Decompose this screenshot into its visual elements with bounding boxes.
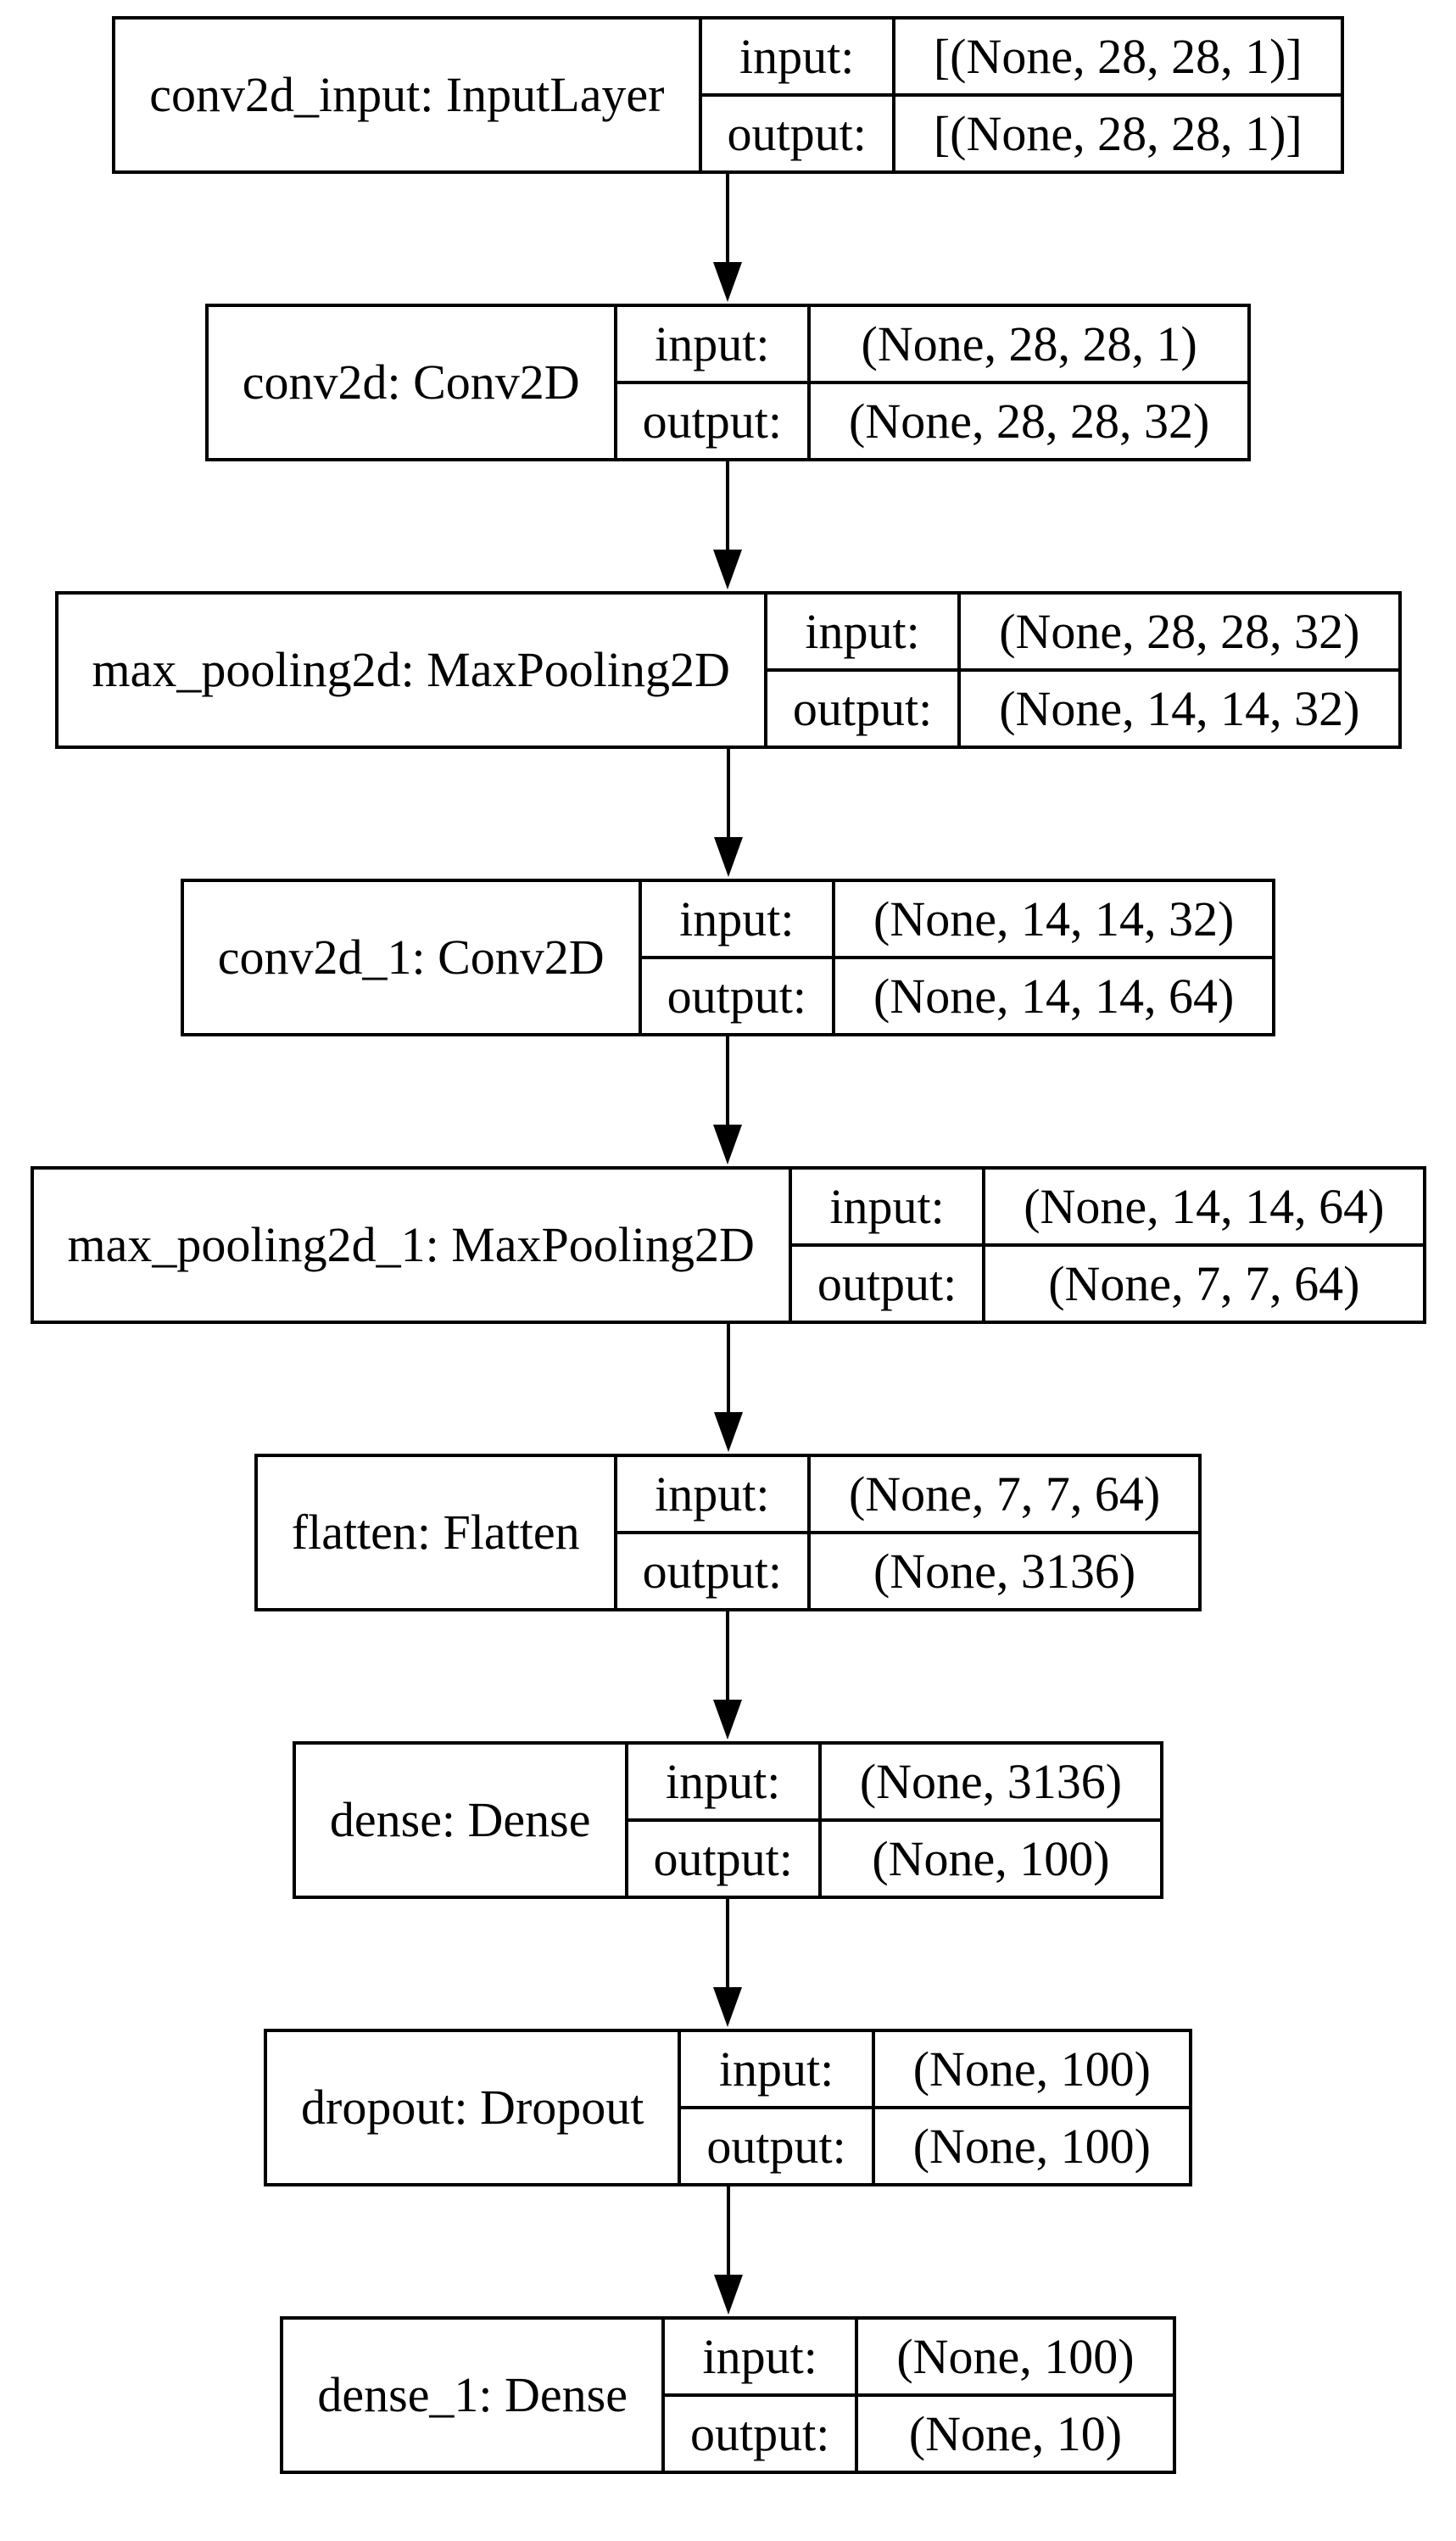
layer-node: dropout: Dropout input: (None, 100) outp… <box>264 2029 1192 2186</box>
layer-name-label: conv2d_1: Conv2D <box>180 879 642 1036</box>
output-shape-value: (None, 28, 28, 32) <box>806 381 1252 461</box>
input-label: input: <box>638 879 836 959</box>
output-shape-value: (None, 7, 7, 64) <box>982 1243 1426 1324</box>
layer-node-group: dense_1: Dense input: (None, 100) output… <box>280 2316 1176 2474</box>
layer-node: conv2d: Conv2D input: (None, 28, 28, 1) … <box>204 304 1252 461</box>
output-shape-value: (None, 100) <box>817 1818 1164 1899</box>
input-shape-value: (None, 14, 14, 64) <box>982 1166 1426 1247</box>
input-shape-value: (None, 3136) <box>817 1741 1164 1822</box>
input-shape-value: (None, 100) <box>855 2316 1176 2397</box>
layer-node: conv2d_1: Conv2D input: (None, 14, 14, 3… <box>180 879 1276 1036</box>
arrow-down-icon <box>713 2186 743 2315</box>
layer-node: dense_1: Dense input: (None, 100) output… <box>280 2316 1176 2474</box>
layer-name-label: flatten: Flatten <box>254 1454 617 1611</box>
input-shape-value: (None, 28, 28, 1) <box>806 304 1252 384</box>
output-label: output: <box>788 1243 986 1324</box>
input-shape-value: (None, 28, 28, 32) <box>957 591 1402 672</box>
layer-node: max_pooling2d: MaxPooling2D input: (None… <box>54 591 1402 749</box>
layer-name-label: dropout: Dropout <box>264 2029 682 2186</box>
output-shape-value: (None, 14, 14, 64) <box>831 956 1276 1036</box>
layer-node-group: conv2d_1: Conv2D input: (None, 14, 14, 3… <box>180 879 1276 1166</box>
input-label: input: <box>678 2029 875 2109</box>
input-label: input: <box>613 304 812 384</box>
layer-node: max_pooling2d_1: MaxPooling2D input: (No… <box>30 1166 1426 1324</box>
input-shape-value: [(None, 28, 28, 1)] <box>891 16 1344 97</box>
output-label: output: <box>698 93 895 174</box>
input-label: input: <box>788 1166 986 1247</box>
arrow-down-icon <box>713 749 743 877</box>
model-architecture-diagram: conv2d_input: InputLayer input: [(None, … <box>30 16 1426 2474</box>
input-label: input: <box>613 1454 811 1534</box>
layer-node: conv2d_input: InputLayer input: [(None, … <box>112 16 1344 174</box>
layer-node-group: max_pooling2d: MaxPooling2D input: (None… <box>54 591 1402 879</box>
input-shape-value: (None, 14, 14, 32) <box>831 879 1276 959</box>
layer-node-group: conv2d_input: InputLayer input: [(None, … <box>112 16 1344 304</box>
layer-node: flatten: Flatten input: (None, 7, 7, 64)… <box>254 1454 1202 1611</box>
output-label: output: <box>613 381 812 461</box>
input-shape-value: (None, 7, 7, 64) <box>806 1454 1202 1534</box>
layer-node-group: dense: Dense input: (None, 3136) output:… <box>292 1741 1164 2029</box>
input-label: input: <box>698 16 895 97</box>
arrow-down-icon <box>713 1036 743 1164</box>
input-label: input: <box>661 2316 859 2397</box>
layer-node: dense: Dense input: (None, 3136) output:… <box>292 1741 1164 1899</box>
layer-name-label: dense: Dense <box>292 1741 628 1899</box>
arrow-down-icon <box>713 1899 743 2027</box>
output-label: output: <box>638 956 836 1036</box>
input-shape-value: (None, 100) <box>871 2029 1192 2109</box>
output-label: output: <box>661 2393 859 2474</box>
output-shape-value: (None, 10) <box>855 2393 1176 2474</box>
output-label: output: <box>624 1818 822 1899</box>
arrow-down-icon <box>713 174 743 302</box>
output-label: output: <box>678 2106 875 2186</box>
output-shape-value: (None, 3136) <box>806 1531 1202 1611</box>
output-label: output: <box>763 668 962 749</box>
arrow-down-icon <box>713 1324 743 1452</box>
layer-name-label: max_pooling2d: MaxPooling2D <box>54 591 767 749</box>
layer-name-label: conv2d_input: InputLayer <box>112 16 702 174</box>
layer-name-label: dense_1: Dense <box>280 2316 665 2474</box>
output-shape-value: [(None, 28, 28, 1)] <box>891 93 1344 174</box>
arrow-down-icon <box>713 461 743 589</box>
layer-node-group: conv2d: Conv2D input: (None, 28, 28, 1) … <box>204 304 1252 591</box>
output-shape-value: (None, 14, 14, 32) <box>957 668 1402 749</box>
layer-node-group: dropout: Dropout input: (None, 100) outp… <box>264 2029 1192 2316</box>
layer-name-label: conv2d: Conv2D <box>204 304 617 461</box>
layer-node-group: max_pooling2d_1: MaxPooling2D input: (No… <box>30 1166 1426 1454</box>
input-label: input: <box>763 591 962 672</box>
output-label: output: <box>613 1531 811 1611</box>
input-label: input: <box>624 1741 822 1822</box>
arrow-down-icon <box>713 1611 743 1740</box>
output-shape-value: (None, 100) <box>871 2106 1192 2186</box>
layer-node-group: flatten: Flatten input: (None, 7, 7, 64)… <box>254 1454 1202 1741</box>
layer-name-label: max_pooling2d_1: MaxPooling2D <box>30 1166 792 1324</box>
